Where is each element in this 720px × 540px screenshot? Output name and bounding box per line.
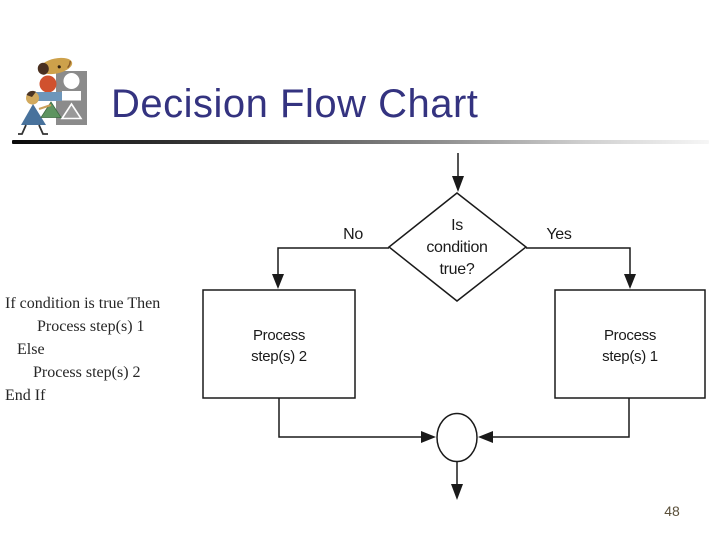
decision-diamond — [387, 192, 528, 302]
no-branch-label: No — [343, 226, 363, 243]
slide-logo-clipart-icon — [15, 53, 105, 141]
process-step1-box — [554, 289, 706, 399]
logo-bent-figure-head — [37, 57, 73, 75]
process-step2-label: Process step(s) 2 — [251, 327, 307, 365]
logo-green-triangle — [40, 101, 62, 118]
logo-walking-figure — [18, 90, 62, 135]
pseudocode-text: If condition is true Then Process step(s… — [5, 295, 161, 404]
arrowhead-into-circle-left-icon — [421, 431, 436, 443]
title-divider — [12, 140, 709, 144]
process-step1-label: Process step(s) 1 — [602, 327, 658, 365]
logo-blue-rectangle — [33, 92, 62, 101]
yes-branch-label: Yes — [546, 226, 572, 243]
logo-svg — [18, 57, 87, 135]
yes-branch-line — [526, 247, 631, 275]
logo-column-circle — [63, 73, 80, 89]
logo-column-triangle — [60, 102, 83, 120]
slide-title: Decision Flow Chart — [111, 82, 479, 126]
arrowhead-into-left-box-icon — [272, 274, 284, 289]
connector-circle — [436, 412, 478, 463]
page-number: 48 — [664, 503, 680, 519]
arrowhead-into-diamond-icon — [452, 176, 464, 192]
right-box-to-circle-line — [492, 398, 630, 438]
logo-column-square — [62, 91, 81, 101]
left-box-to-circle-line — [278, 398, 422, 438]
arrowhead-exit-bottom-icon — [451, 484, 463, 500]
no-branch-line — [277, 247, 389, 275]
logo-red-circle — [39, 75, 57, 93]
decision-diamond-label: Is condition true? — [426, 217, 488, 278]
arrowhead-into-right-box-icon — [624, 274, 636, 289]
process-step2-box — [202, 289, 356, 399]
arrowhead-into-circle-right-icon — [478, 431, 493, 443]
